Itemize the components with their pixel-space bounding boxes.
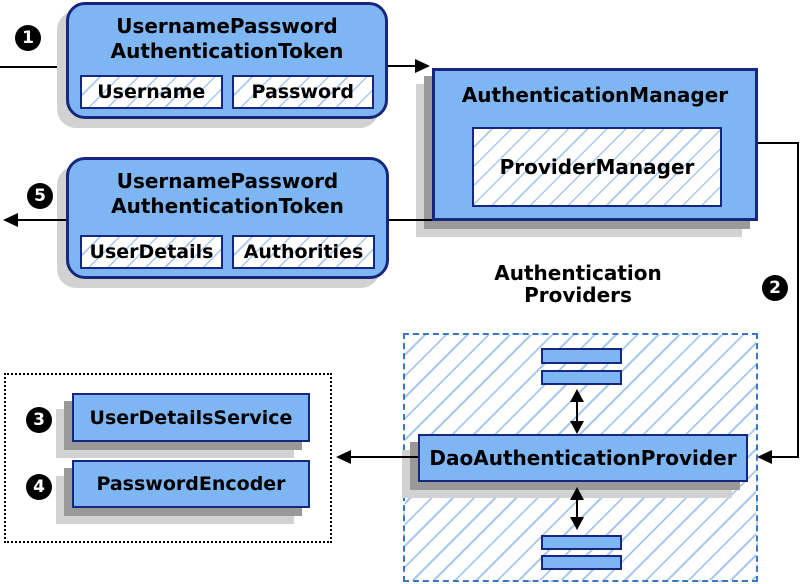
arrowhead-into-dao: [757, 450, 772, 464]
authorities-field: Authorities: [232, 235, 375, 269]
double-arrow-bottom-up-head: [570, 487, 584, 500]
flow-line-token-out: [12, 219, 66, 221]
step-5-badge: 5: [27, 183, 53, 209]
username-field: Username: [80, 75, 223, 109]
response-token-title-line1: UsernamePassword: [116, 169, 339, 193]
step-3-number: 3: [33, 409, 45, 430]
step-2-badge: 2: [762, 275, 788, 301]
provider-stub-top-1: [541, 348, 622, 364]
authentication-providers-label-line1: Authentication: [494, 261, 662, 285]
step-3-badge: 3: [26, 407, 52, 433]
step-1-number: 1: [22, 27, 34, 48]
response-token-title: UsernamePassword AuthenticationToken: [69, 160, 386, 219]
flow-line-manager-right: [758, 142, 799, 144]
flow-line-token-to-manager: [388, 65, 418, 67]
authentication-manager-title: AuthenticationManager: [461, 83, 729, 107]
authentication-manager-node: AuthenticationManager ProviderManager: [432, 68, 758, 221]
user-details-field: UserDetails: [80, 235, 223, 269]
username-field-label: Username: [97, 81, 206, 103]
step-1-badge: 1: [15, 25, 41, 51]
arrowhead-dao-to-collaborators: [336, 450, 351, 464]
request-token-title-line1: UsernamePassword: [116, 14, 338, 38]
step-2-number: 2: [769, 277, 781, 298]
provider-stub-top-2: [541, 370, 622, 385]
password-field-label: Password: [251, 81, 354, 103]
step-4-number: 4: [33, 476, 45, 497]
collaborators-group-box: [4, 373, 332, 543]
double-arrow-bottom-line: [576, 497, 578, 519]
provider-manager-node: ProviderManager: [472, 127, 722, 207]
provider-stub-bottom-2: [541, 555, 622, 570]
response-token-node: UsernamePassword AuthenticationToken Use…: [66, 157, 389, 279]
dao-authentication-provider-label: DaoAuthenticationProvider: [429, 446, 737, 470]
user-details-field-label: UserDetails: [89, 241, 214, 263]
provider-manager-label: ProviderManager: [499, 155, 695, 179]
double-arrow-top-line: [576, 399, 578, 424]
flow-line-into-dao: [770, 456, 799, 458]
request-token-title: UsernamePassword AuthenticationToken: [69, 5, 385, 64]
request-token-title-line2: AuthenticationToken: [110, 39, 344, 63]
dao-authentication-provider-node: DaoAuthenticationProvider: [418, 434, 748, 482]
authorities-field-label: Authorities: [243, 241, 364, 263]
user-details-service-label: UserDetailsService: [89, 406, 293, 429]
request-token-node: UsernamePassword AuthenticationToken Use…: [66, 2, 388, 119]
provider-stub-bottom-1: [541, 535, 622, 550]
arrowhead-token-out: [3, 213, 18, 227]
authentication-providers-label-line2: Providers: [524, 283, 632, 307]
response-token-fields: UserDetails Authorities: [80, 235, 375, 269]
flow-line-request-in: [0, 66, 67, 68]
password-encoder-label: PasswordEncoder: [96, 473, 286, 495]
user-details-service-node: UserDetailsService: [72, 393, 310, 442]
flow-line-manager-to-token: [389, 219, 432, 221]
double-arrow-top-up-head: [570, 389, 584, 402]
double-arrow-bottom-down-head: [570, 517, 584, 530]
arrowhead-token-to-manager: [415, 59, 430, 73]
flow-line-dao-to-collaborators: [346, 456, 418, 458]
step-5-number: 5: [34, 185, 46, 206]
request-token-fields: Username Password: [80, 75, 374, 109]
password-field: Password: [231, 75, 374, 109]
step-4-badge: 4: [26, 474, 52, 500]
password-encoder-node: PasswordEncoder: [72, 460, 310, 508]
response-token-title-line2: AuthenticationToken: [111, 194, 344, 218]
flow-line-manager-down: [797, 142, 799, 458]
double-arrow-top-down-head: [570, 421, 584, 434]
authentication-providers-label: Authentication Providers: [433, 262, 723, 306]
